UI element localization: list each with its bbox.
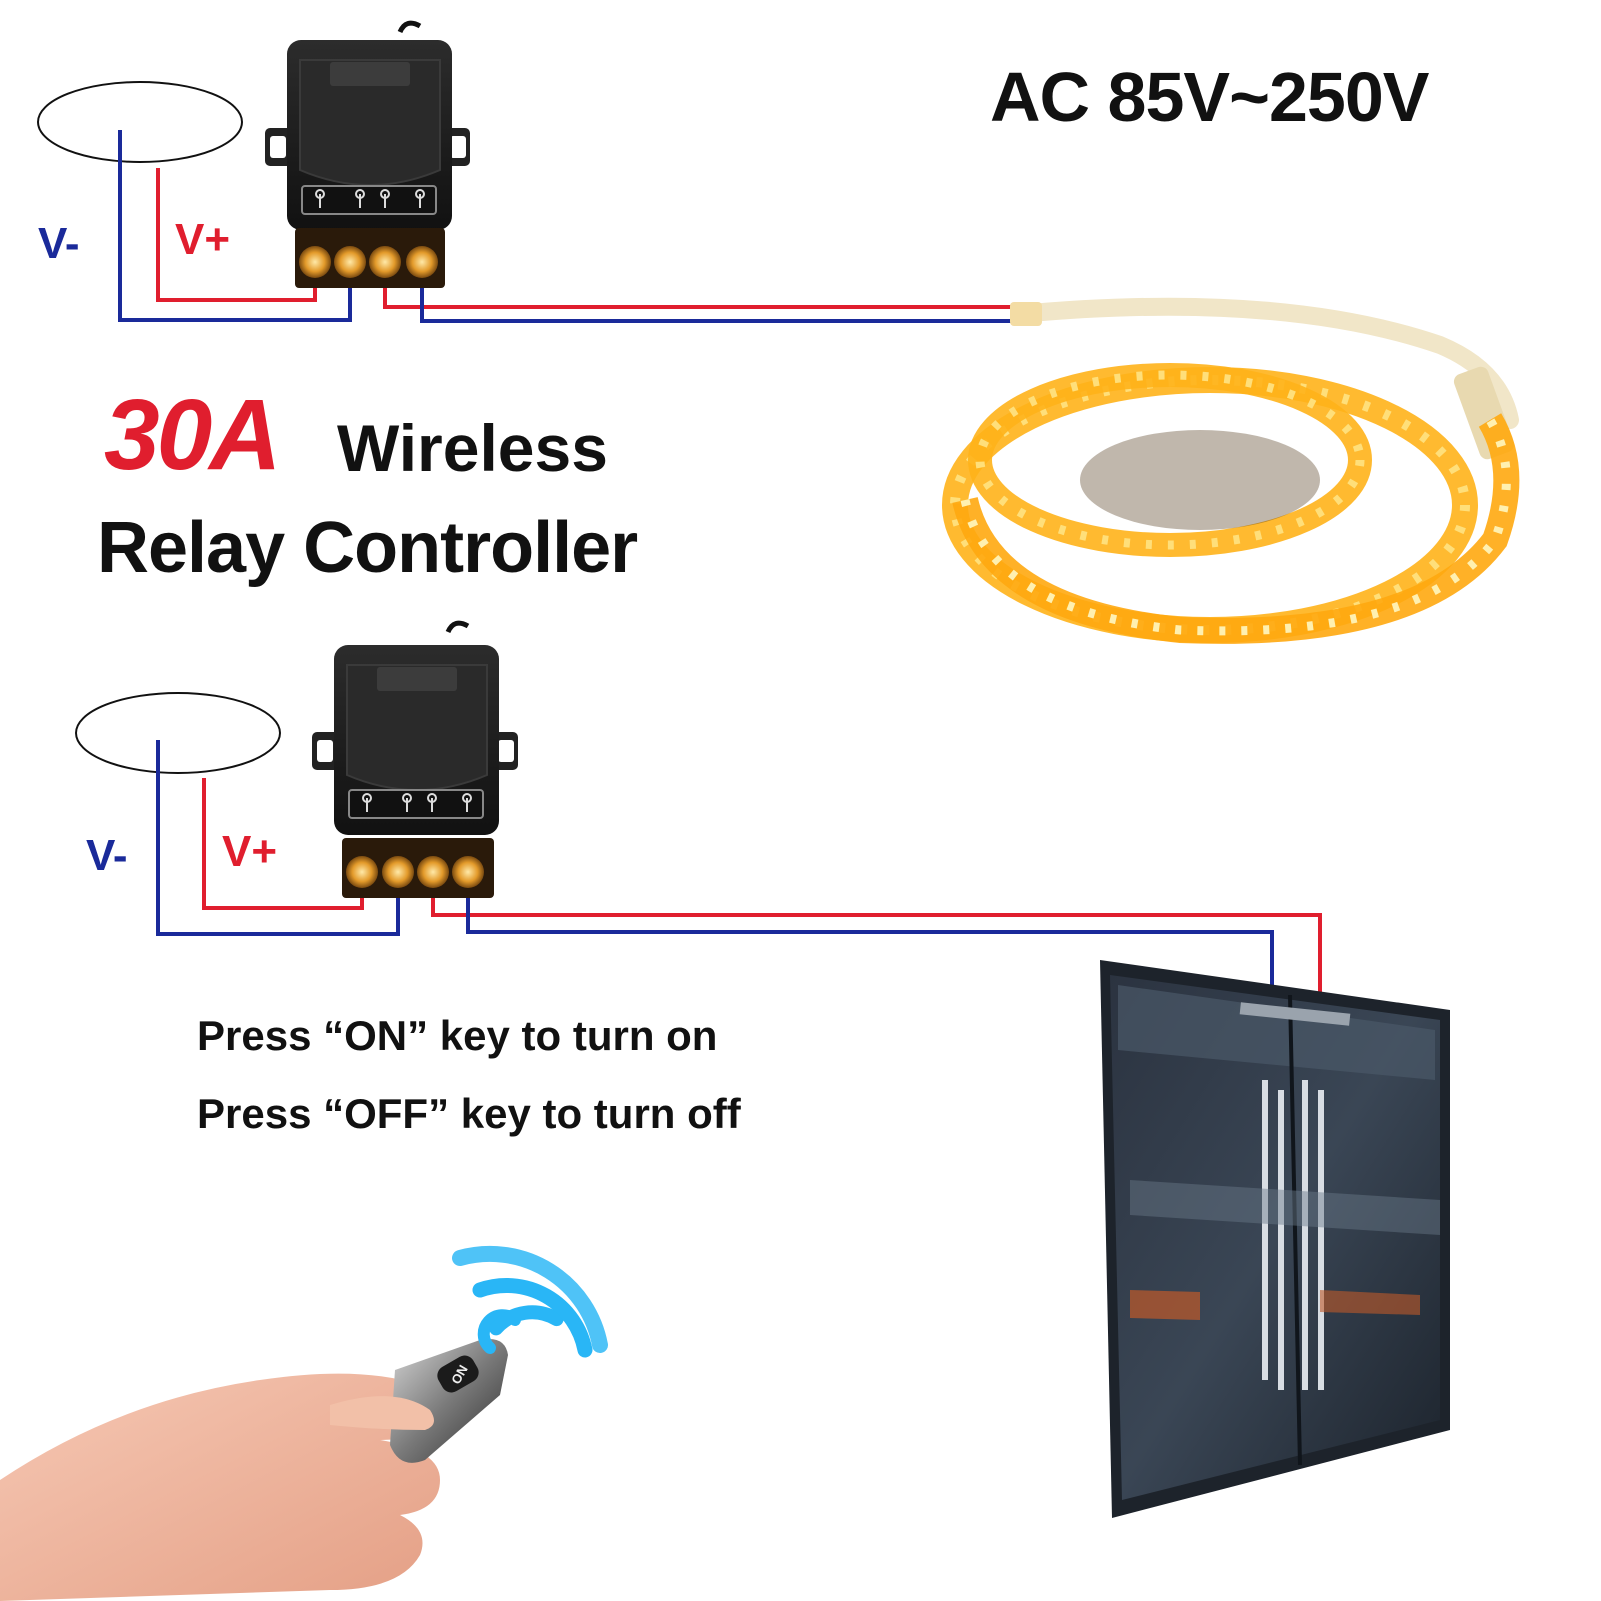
voltage-label: AC 85V~250V	[990, 58, 1429, 136]
negative-wire-to-door	[466, 890, 1274, 990]
instruction-off: Press “OFF” key to turn off	[197, 1090, 741, 1137]
wireless-signal	[452, 1245, 608, 1358]
current-rating: 30A	[104, 379, 281, 491]
positive-wire-top	[156, 168, 317, 302]
led-strip-coil	[942, 297, 1520, 644]
positive-wire-to-door	[431, 890, 1322, 995]
negative-wire-to-led	[420, 278, 1020, 323]
negative-wire-top	[118, 130, 352, 322]
title-line-1: Wireless	[337, 411, 608, 485]
title-line-2: Relay Controller	[97, 508, 638, 588]
relay-module-top	[265, 20, 470, 288]
instruction-on: Press “ON” key to turn on	[197, 1012, 718, 1059]
positive-wire-bottom	[202, 778, 364, 910]
negative-label-top: V-	[38, 219, 80, 268]
negative-label-bottom: V-	[86, 831, 128, 880]
relay-module-bottom	[312, 620, 518, 898]
power-source-ellipse-top	[37, 81, 243, 163]
negative-wire-bottom	[156, 740, 400, 936]
glass-door	[1100, 960, 1450, 1518]
power-source-ellipse-bottom	[75, 692, 281, 774]
remote-control-in-hand: ON	[0, 1339, 508, 1601]
positive-wire-to-led	[383, 278, 1020, 309]
positive-label-bottom: V+	[222, 827, 278, 876]
positive-label-top: V+	[175, 215, 231, 264]
